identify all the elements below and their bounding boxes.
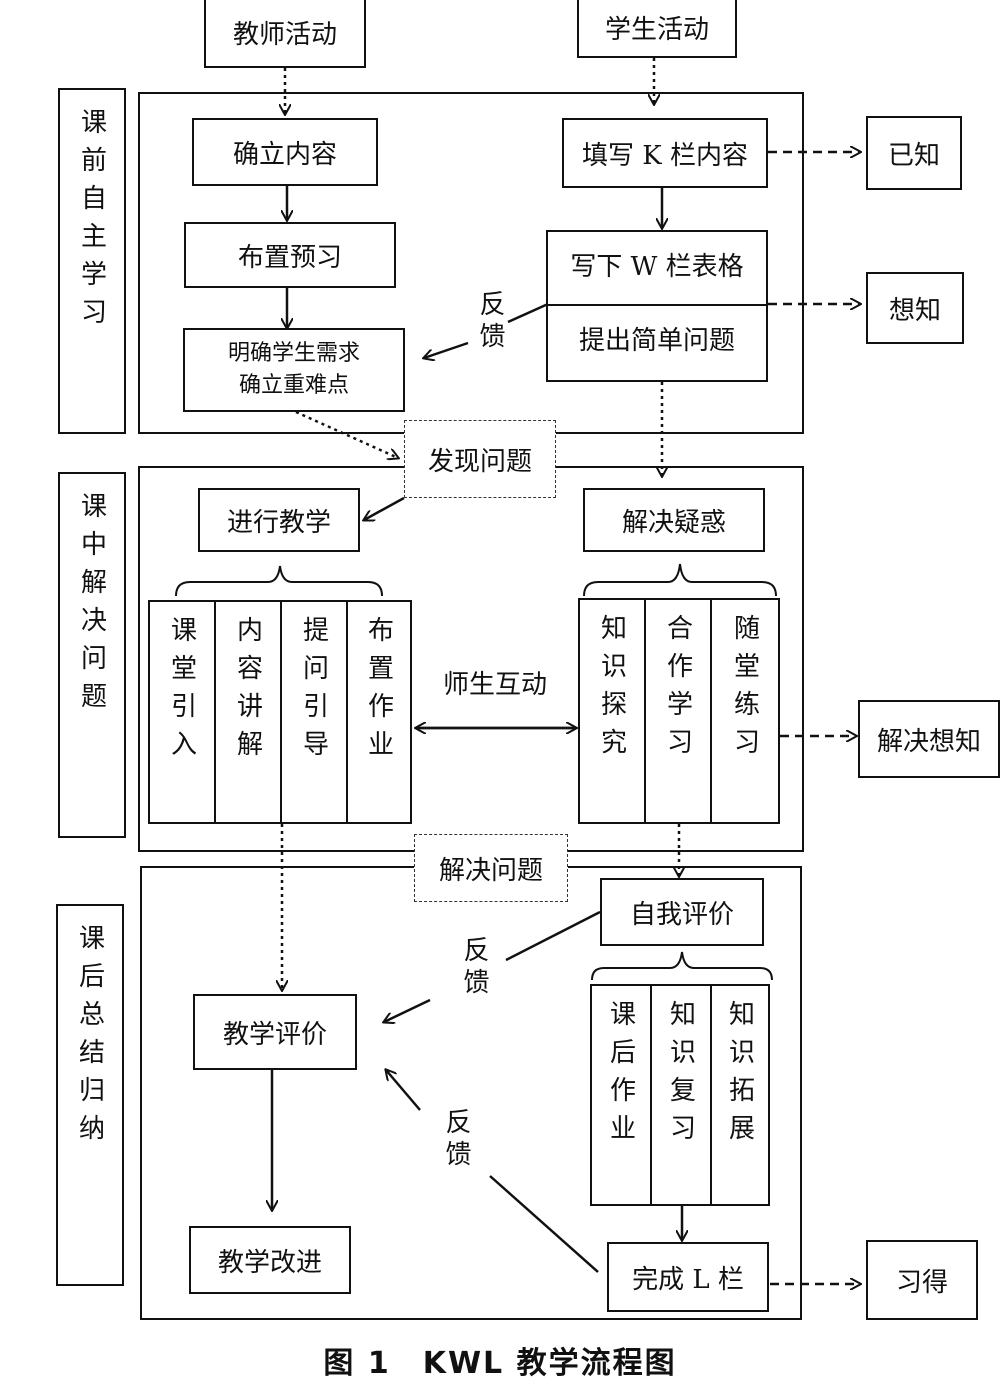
complete-l-box: 完成 L 栏: [607, 1242, 769, 1312]
stage-label-in: 课中解决问题: [58, 472, 126, 838]
feedback-label-pre: 反馈: [475, 290, 505, 354]
want-box: 想知: [866, 272, 964, 344]
student-cell-cooperate: 合作学习: [644, 598, 712, 824]
teaching-box: 进行教学: [198, 488, 360, 552]
feedback-label-post-2: 反馈: [441, 1108, 471, 1172]
feedback-label-post-1: 反馈: [459, 936, 489, 1000]
post-cell-homework: 课后作业: [590, 984, 652, 1206]
student-cell-explore: 知识探究: [578, 598, 646, 824]
teacher-activity-header: 教师活动: [204, 0, 366, 68]
solve-problem-box: 解决问题: [414, 834, 568, 902]
confirm-content-box: 确立内容: [192, 118, 378, 186]
self-eval-box: 自我评价: [600, 878, 764, 946]
teacher-cell-guide: 提问引导: [280, 600, 348, 824]
clarify-needs-box: 明确学生需求 确立重难点: [183, 328, 405, 412]
stage-label-pre: 课前自主学习: [58, 88, 126, 434]
known-box: 已知: [866, 116, 962, 190]
write-w-divider: [548, 304, 766, 306]
resolve-doubts-box: 解决疑惑: [583, 488, 765, 552]
teacher-cell-intro: 课堂引入: [148, 600, 216, 824]
teacher-cell-homework: 布置作业: [346, 600, 412, 824]
write-w-label: 写下 W 栏表格: [570, 252, 744, 282]
figure-caption: 图 1 KWL 教学流程图: [323, 1346, 677, 1381]
post-cell-review: 知识复习: [650, 984, 712, 1206]
assign-preview-box: 布置预习: [184, 222, 396, 288]
post-cell-extend: 知识拓展: [710, 984, 770, 1206]
teacher-cell-explain: 内容讲解: [214, 600, 282, 824]
resolve-want-box: 解决想知: [858, 700, 1000, 778]
improve-box: 教学改进: [189, 1226, 351, 1294]
stage-label-post: 课后总结归纳: [56, 904, 124, 1286]
student-activity-header: 学生活动: [577, 0, 737, 58]
clarify-line-1: 明确学生需求: [227, 341, 360, 366]
clarify-line-2: 确立重难点: [238, 373, 349, 398]
learned-box: 习得: [866, 1240, 978, 1320]
teaching-eval-box: 教学评价: [193, 994, 357, 1070]
discover-problem-box: 发现问题: [404, 420, 556, 498]
write-w-box: 写下 W 栏表格 提出简单问题: [546, 230, 768, 382]
fill-k-box: 填写 K 栏内容: [562, 118, 768, 188]
interaction-label: 师生互动: [443, 670, 548, 700]
student-cell-practice: 随堂练习: [710, 598, 780, 824]
ask-questions-label: 提出简单问题: [578, 326, 735, 356]
